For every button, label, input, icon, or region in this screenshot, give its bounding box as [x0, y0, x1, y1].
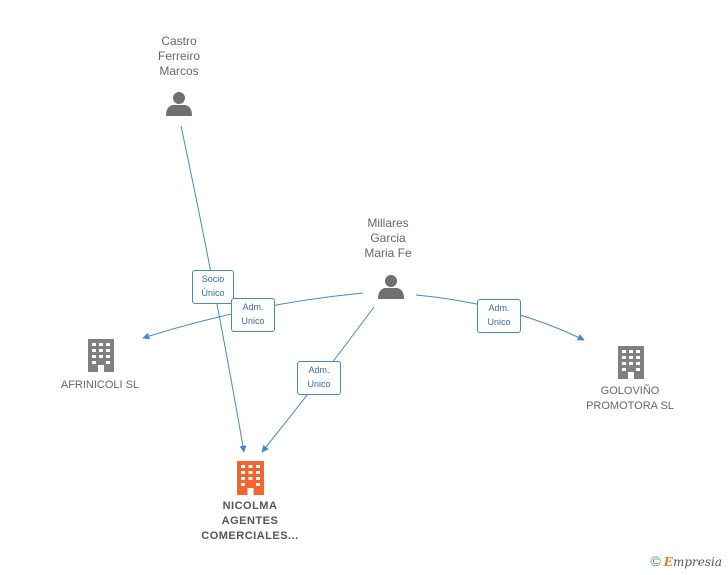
relation-label-millares-nicolma[interactable]: Adm. Unico [297, 361, 341, 395]
company-label-golovino[interactable]: GOLOVIÑO PROMOTORA SL [586, 385, 674, 412]
brand-logo: Empresia [663, 555, 722, 569]
building-icon[interactable] [618, 346, 644, 379]
relation-label-millares-golovino[interactable]: Adm. Unico [477, 299, 521, 333]
person-icon[interactable] [166, 92, 192, 116]
company-label-nicolma[interactable]: NICOLMA AGENTES COMERCIALES... [201, 500, 299, 542]
person-label-millares[interactable]: Millares Garcia Maria Fe [364, 216, 412, 260]
person-label-castro[interactable]: Castro Ferreiro Marcos [157, 34, 200, 78]
relation-label-castro-nicolma[interactable]: Socio Único [192, 270, 234, 304]
main-building-icon[interactable] [237, 461, 264, 495]
person-icon[interactable] [378, 275, 404, 299]
copyright-brand[interactable]: ©Empresia [650, 553, 722, 569]
company-label-afrinicoli[interactable]: AFRINICOLI SL [60, 379, 140, 391]
relation-label-millares-afrinicoli[interactable]: Adm. Unico [231, 298, 275, 332]
building-icon[interactable] [88, 339, 114, 372]
copyright-symbol: © [650, 553, 661, 569]
